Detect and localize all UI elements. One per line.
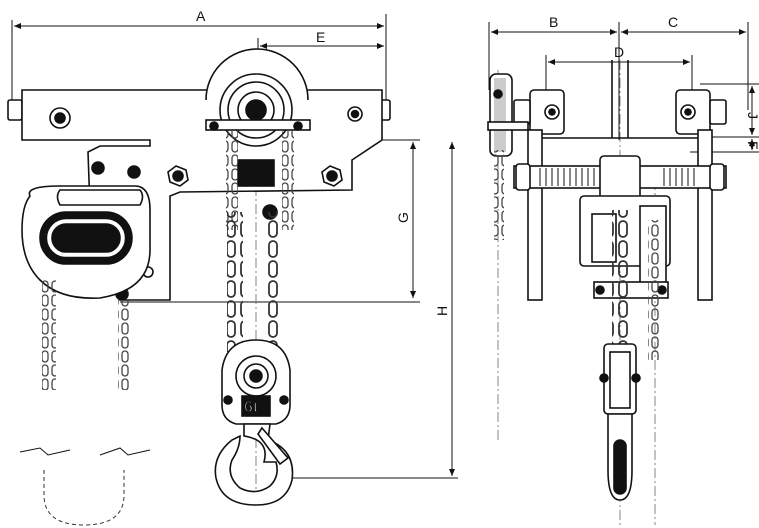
dimension-labels: A E B C D G H J F: [196, 8, 759, 316]
dimension-label-f: F: [745, 141, 759, 150]
dimension-label-c: C: [668, 14, 678, 30]
plate-bolt: [321, 165, 343, 187]
dimension-label-h: H: [434, 306, 450, 316]
dimension-label-g: G: [395, 212, 411, 223]
dimension-label-b: B: [549, 14, 558, 30]
plate-bolt: [167, 165, 189, 187]
plate-bolt: [347, 106, 363, 122]
dimension-label-j: J: [745, 112, 759, 119]
hoist-logo: Tiger: [64, 232, 96, 248]
dimension-label-a: A: [196, 8, 206, 24]
side-view: [487, 60, 727, 501]
dimension-label-d: D: [614, 44, 624, 60]
plate-bolt: [49, 107, 71, 129]
body-logo: Tiger: [243, 169, 265, 179]
front-view: Tiger Tiger 6t: [7, 48, 391, 526]
dimension-label-e: E: [316, 29, 325, 45]
capacity-label: 6t: [244, 399, 259, 416]
